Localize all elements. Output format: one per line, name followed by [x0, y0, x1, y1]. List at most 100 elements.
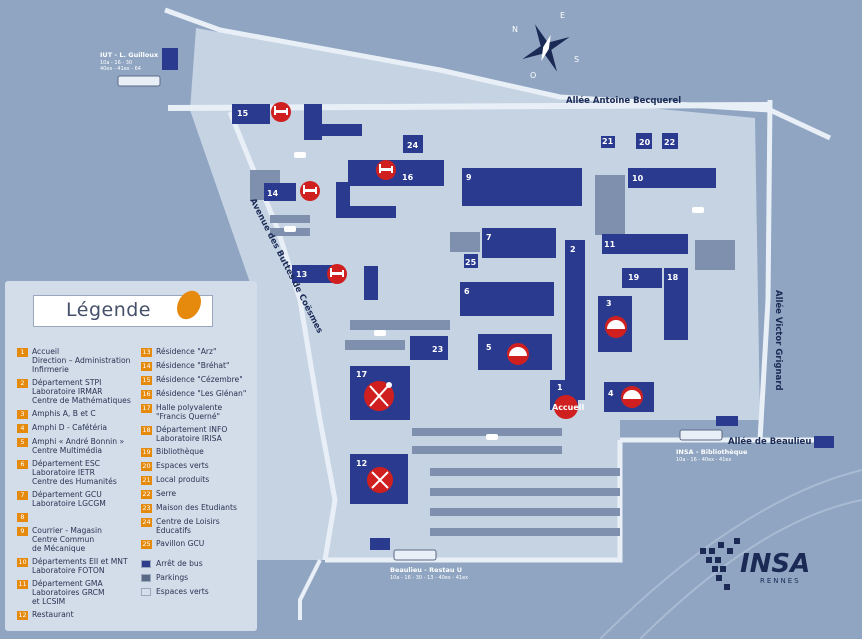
svg-text:3: 3: [606, 299, 612, 308]
svg-text:10: 10: [632, 174, 644, 183]
car-icons: [284, 152, 704, 440]
svg-text:IUT - L. Guilloux: IUT - L. Guilloux: [100, 51, 159, 59]
accueil-marker[interactable]: Accueil: [552, 395, 585, 419]
svg-text:10a - 16 - 40ex - 41ex: 10a - 16 - 40ex - 41ex: [676, 457, 731, 463]
building-6[interactable]: [460, 282, 554, 316]
building-25[interactable]: [464, 254, 478, 268]
svg-text:2: 2: [570, 245, 576, 254]
svg-text:23: 23: [432, 345, 443, 354]
building-15[interactable]: [232, 104, 270, 124]
svg-text:INSA - Bibliothèque: INSA - Bibliothèque: [676, 448, 748, 456]
compass-icon: N E S O: [512, 11, 579, 80]
svg-text:13: 13: [296, 270, 307, 279]
building-numbers: 15 24 16 14 13 9 7 25 6 5 23 2 1 3 4 11 …: [237, 109, 679, 468]
building-18[interactable]: [664, 268, 688, 340]
restaurant-icon: [367, 467, 393, 493]
building-9[interactable]: [462, 168, 582, 206]
road-outer: [164, 7, 832, 141]
svg-text:19: 19: [628, 273, 640, 282]
building-23[interactable]: [410, 336, 448, 360]
legend-key-bus: Arrêt de bus: [141, 559, 203, 568]
insa-logo: INSA RENNES: [700, 538, 810, 590]
building-10[interactable]: [628, 168, 716, 188]
street-beaulieu: Allée de Beaulieu: [728, 436, 811, 447]
road-arc-1: [639, 499, 862, 639]
bus-stop-bibliotheque[interactable]: INSA - Bibliothèque 10a - 16 - 40ex - 41…: [676, 429, 748, 463]
svg-text:16: 16: [402, 173, 414, 182]
svg-text:4: 4: [608, 389, 614, 398]
building-21[interactable]: [601, 136, 615, 148]
logo-city: RENNES: [760, 577, 801, 585]
svg-text:25: 25: [465, 258, 477, 267]
accueil-label: Accueil: [552, 403, 585, 412]
svg-text:24: 24: [407, 141, 419, 150]
svg-text:17: 17: [356, 370, 367, 379]
road-arc-2: [599, 469, 862, 639]
compass-e: E: [560, 11, 565, 20]
legend-key-green: Espaces verts: [141, 587, 209, 596]
road-grignard: [757, 99, 830, 443]
building-13[interactable]: [292, 265, 332, 283]
building-24[interactable]: [403, 135, 423, 153]
bus-stop-iut[interactable]: IUT - L. Guilloux 10a - 16 - 30 40ex - 4…: [100, 51, 161, 87]
legend-oval-icon: [172, 286, 206, 324]
svg-text:Beaulieu - Restau U: Beaulieu - Restau U: [390, 566, 462, 574]
building-20[interactable]: [636, 133, 652, 149]
bus-stop-restau[interactable]: Beaulieu - Restau U 10a - 16 - 30 - 13 -…: [390, 549, 468, 581]
legend-title: Légende: [33, 286, 213, 327]
legend-entry: 8: [17, 512, 137, 522]
building-7[interactable]: [482, 228, 556, 258]
svg-text:10a - 16 - 30 - 13 - 40ex - 41: 10a - 16 - 30 - 13 - 40ex - 41ex: [390, 575, 468, 581]
amphi-markers: [507, 316, 643, 408]
green-space-swatch: [141, 587, 151, 596]
building-16[interactable]: [348, 160, 444, 186]
iut-building[interactable]: [162, 48, 178, 70]
compass-o: O: [530, 71, 536, 80]
compass-n: N: [512, 25, 518, 34]
svg-text:9: 9: [466, 173, 472, 182]
svg-text:20: 20: [639, 138, 651, 147]
svg-text:18: 18: [667, 273, 679, 282]
bus-icon: [117, 75, 161, 87]
compass-s: S: [574, 55, 579, 64]
building-2[interactable]: [565, 240, 585, 400]
svg-text:15: 15: [237, 109, 249, 118]
building-22[interactable]: [662, 133, 678, 149]
svg-text:10a - 16 - 30: 10a - 16 - 30: [100, 60, 132, 66]
sport-icon: [364, 381, 394, 411]
building-11[interactable]: [602, 234, 688, 254]
svg-text:5: 5: [486, 343, 492, 352]
street-becquerel: Allée Antoine Becquerel: [566, 95, 681, 106]
street-grignard: Allée Victor Grignard: [773, 290, 784, 391]
road-west: [227, 111, 338, 561]
bus-icon: [393, 549, 437, 561]
bus-stop-swatch: [141, 559, 151, 568]
building-19[interactable]: [622, 268, 662, 288]
legend-title-text: Légende: [66, 299, 151, 321]
building-14[interactable]: [264, 183, 296, 201]
svg-text:22: 22: [664, 138, 675, 147]
bus-icon: [679, 429, 723, 441]
